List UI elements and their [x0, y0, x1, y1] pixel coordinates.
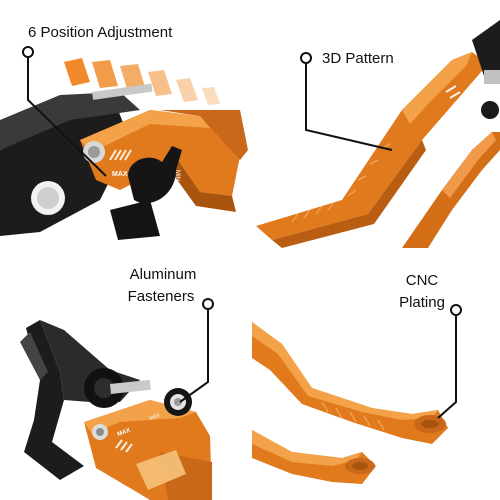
feature-label-adjustment: 6 Position Adjustment: [28, 24, 173, 41]
feature-label-fasteners-line1: Aluminum: [129, 266, 197, 283]
panel-3d-pattern: 3D Pattern: [252, 0, 500, 248]
black-mount-corner: [472, 20, 500, 119]
svg-text:MAX: MAX: [149, 412, 162, 422]
orange-lever-body: MAX MAX: [84, 400, 212, 500]
adjustment-indicator-stripes: [64, 58, 220, 105]
orange-lever-body: MAX MIN: [80, 110, 248, 212]
orange-lever-lower: [252, 430, 376, 484]
adjuster-knob: [128, 146, 182, 204]
svg-text:MIN: MIN: [174, 170, 180, 181]
feature-label-plating-line2: Plating: [399, 294, 445, 311]
callout-pointer: [300, 52, 393, 151]
lever-adjuster-closeup-image: MAX MIN: [0, 46, 248, 240]
panel-aluminum-fasteners: MAX MAX Aluminum Fasteners: [0, 252, 248, 500]
panel-six-position-adjustment: MAX MIN 6 Position Adjustment: [0, 0, 248, 248]
orange-lever-upper: [256, 52, 488, 248]
orange-lever-upper: [252, 322, 448, 444]
lever-pattern-closeup-image: [256, 20, 500, 248]
panel-cnc-plating: CNC Plating: [252, 252, 500, 500]
lever-fastener-closeup-image: MAX MAX: [20, 298, 214, 500]
callout-pointer: [437, 304, 462, 419]
callout-pointer: [22, 46, 107, 177]
svg-text:MAX: MAX: [117, 428, 132, 438]
feature-label-pattern: 3D Pattern: [322, 50, 394, 67]
fastener-bolt: [92, 424, 108, 440]
svg-text:MAX: MAX: [112, 171, 128, 178]
feature-label-fasteners-line2: Fasteners: [127, 288, 195, 305]
adjuster-knob: [164, 388, 192, 416]
feature-label-plating-line1: CNC: [405, 272, 439, 289]
orange-lever-lower: [402, 132, 500, 248]
black-lever-mount: [20, 320, 151, 480]
adjuster-bolt: [83, 141, 105, 163]
lever-tip-closeup-image: [252, 304, 462, 484]
grid-divider-horizontal: [0, 248, 500, 252]
callout-pointer: [179, 298, 214, 403]
